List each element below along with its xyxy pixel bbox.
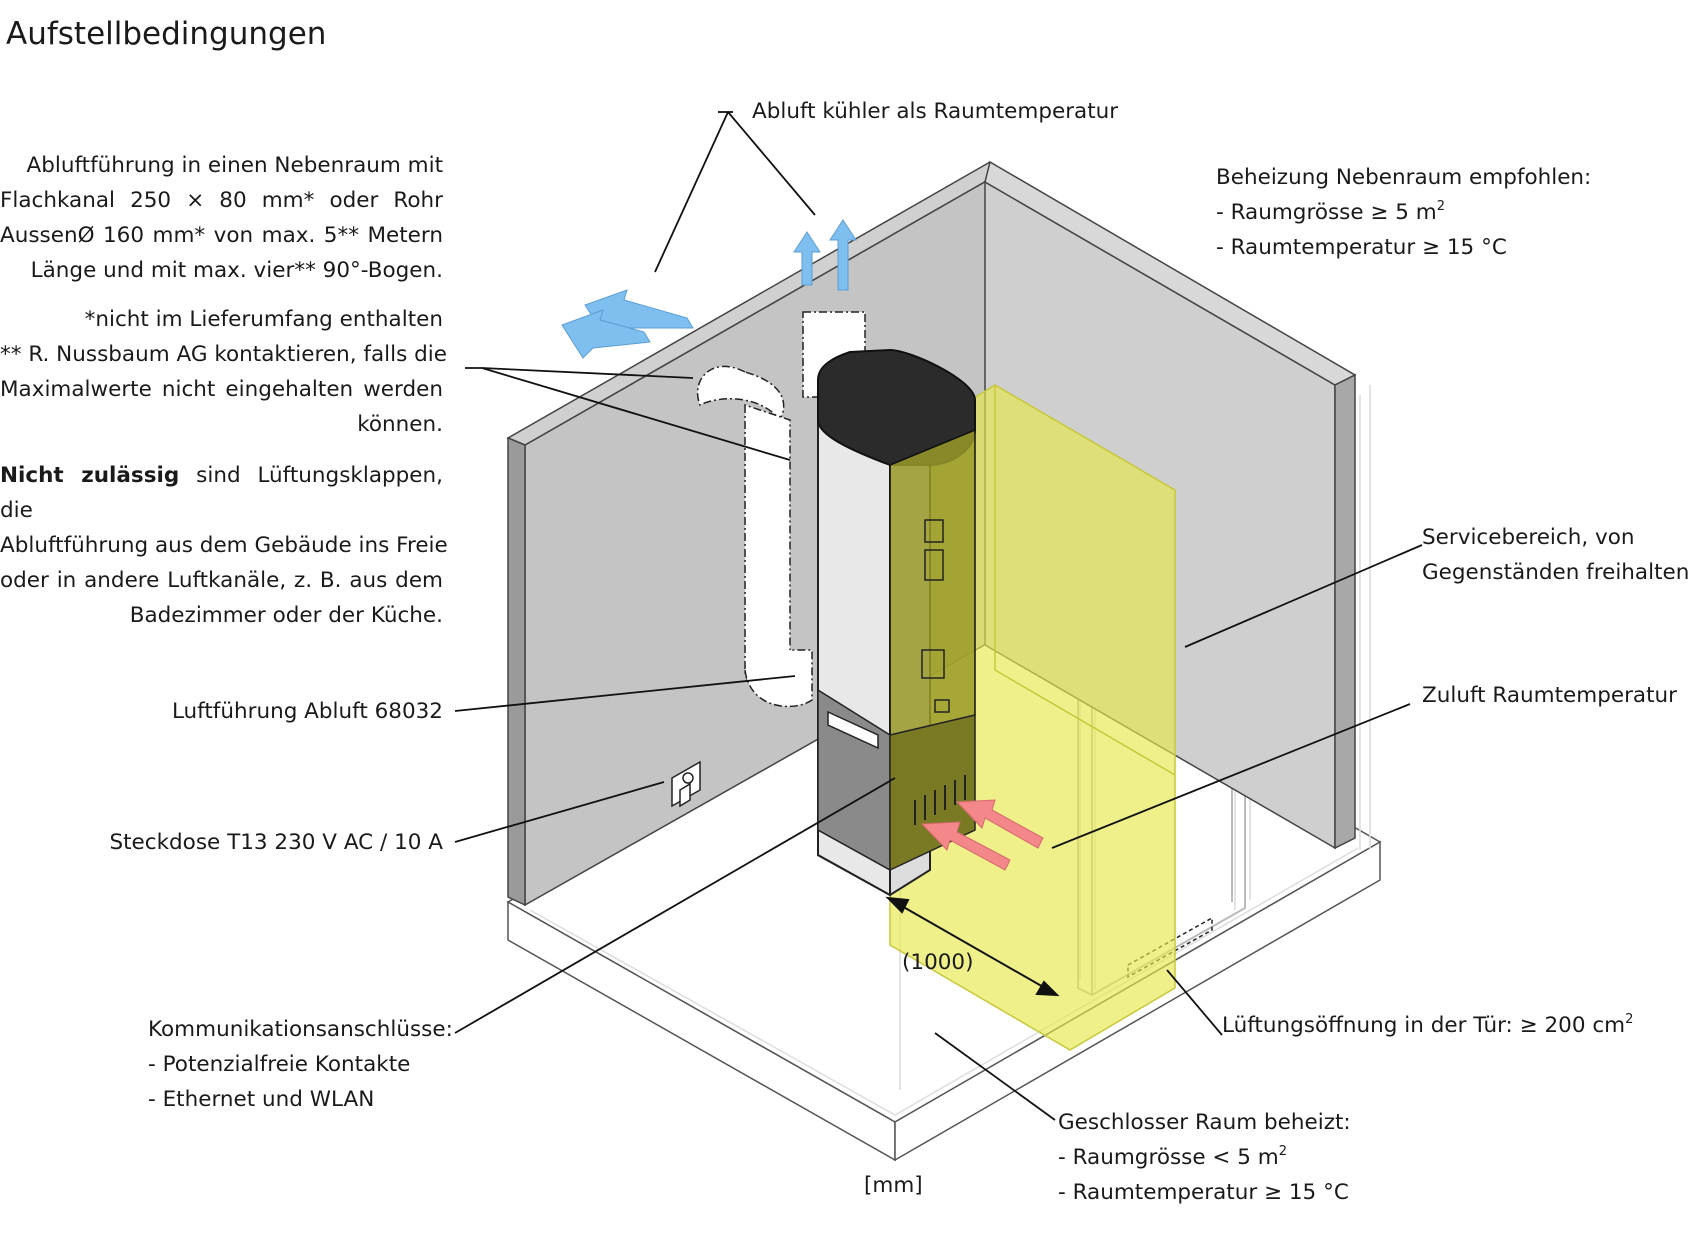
door-vent-text: Lüftungsöffnung in der Tür: ≥ 200 cm — [1222, 1013, 1626, 1038]
dimension-label: (1000) — [902, 950, 974, 975]
exhaust-air-label: Abluft kühler als Raumtemperatur — [752, 99, 1119, 124]
adjacent-room-heating-label: Beheizung Nebenraum empfohlen: - Raumgrö… — [1216, 160, 1591, 265]
exhaust-arrows — [561, 219, 857, 359]
leader-lines — [454, 111, 1423, 1121]
closed-room-temperature: - Raumtemperatur ≥ 15 °C — [1058, 1180, 1349, 1205]
supply-arrows — [920, 799, 1044, 871]
arrow-diagonal-icon — [955, 799, 1044, 849]
door-vent — [1127, 916, 1213, 979]
service-area-label: Servicebereich, von Gegenständen freihal… — [1422, 520, 1689, 590]
socket-label: Steckdose T13 230 V AC / 10 A — [109, 830, 443, 855]
dimension-arrow — [885, 896, 1060, 997]
communication-label: Kommunikationsanschlüsse: - Potenzialfre… — [148, 1012, 453, 1117]
adjacent-room-heading: Beheizung Nebenraum empfohlen: — [1216, 165, 1592, 190]
unit-label: [mm] — [864, 1173, 923, 1198]
closed-room-label: Geschlosser Raum beheizt: - Raumgrösse <… — [1058, 1105, 1351, 1210]
not-allowed-heading: Nicht zulässig — [0, 463, 180, 488]
exhaust-duct-description: Abluftführung in einen Nebenraum mit Fla… — [0, 148, 443, 288]
not-allowed-line: Abluftführung aus dem Gebäude ins Freie — [0, 533, 448, 558]
arrow-diagonal-icon — [561, 309, 651, 359]
footnotes: *nicht im Lieferumfang enthalten ** R. N… — [0, 302, 447, 442]
heat-pump-unit — [817, 348, 976, 897]
closed-room-heading: Geschlosser Raum beheizt: — [1058, 1110, 1351, 1135]
communication-heading: Kommunikationsanschlüsse: — [148, 1017, 453, 1042]
footnote-2-line: können. — [357, 412, 443, 437]
page-title: Aufstellbedingungen — [6, 16, 327, 52]
communication-item: - Ethernet und WLAN — [148, 1087, 375, 1112]
exhaust-duct-line: Abluftführung in einen Nebenraum mit — [26, 153, 444, 178]
service-area-line: Gegenständen freihalten — [1422, 560, 1690, 585]
vent-grille — [914, 775, 966, 825]
not-allowed-note: Nicht zulässig sind Lüftungsklappen, die… — [0, 458, 448, 633]
exhaust-duct — [696, 311, 866, 708]
communication-item: - Potenzialfreie Kontakte — [148, 1052, 411, 1077]
adjacent-room-temperature: - Raumtemperatur ≥ 15 °C — [1216, 235, 1507, 260]
socket-icon — [671, 760, 701, 808]
footnote-2-line: ** R. Nussbaum AG kontaktieren, falls di… — [0, 342, 447, 367]
door-vent-label: Lüftungsöffnung in der Tür: ≥ 200 cm2 — [1222, 1008, 1633, 1043]
service-area-line: Servicebereich, von — [1422, 525, 1635, 550]
closed-room-size: - Raumgrösse < 5 m — [1058, 1145, 1279, 1170]
not-allowed-line: oder in andere Luftkanäle, z. B. aus dem — [0, 568, 443, 593]
arrow-up-icon — [793, 231, 821, 286]
closed-room-size-sup: 2 — [1278, 1144, 1288, 1159]
arrow-diagonal-icon — [920, 821, 1011, 871]
not-allowed-line: sind Lüftungsklappen, die — [0, 463, 443, 523]
exhaust-duct-line: Länge und mit max. vier** 90°-Bogen. — [30, 258, 443, 283]
supply-air-label: Zuluft Raumtemperatur — [1422, 683, 1678, 708]
not-allowed-line: Badezimmer oder der Küche. — [129, 603, 443, 628]
exhaust-duct-line: AussenØ 160 mm* von max. 5** Metern — [0, 223, 443, 248]
footnote-1: *nicht im Lieferumfang enthalten — [84, 307, 443, 332]
exhaust-duct-line: Flachkanal 250 × 80 mm* oder Rohr — [0, 188, 443, 213]
adjacent-room-size: - Raumgrösse ≥ 5 m — [1216, 200, 1437, 225]
adjacent-room-size-sup: 2 — [1436, 199, 1446, 214]
footnote-2-line: Maximalwerte nicht eingehalten werden — [0, 377, 443, 402]
door-vent-sup: 2 — [1625, 1012, 1634, 1027]
arrow-up-icon — [829, 219, 857, 291]
air-duct-label: Luftführung Abluft 68032 — [171, 699, 443, 724]
